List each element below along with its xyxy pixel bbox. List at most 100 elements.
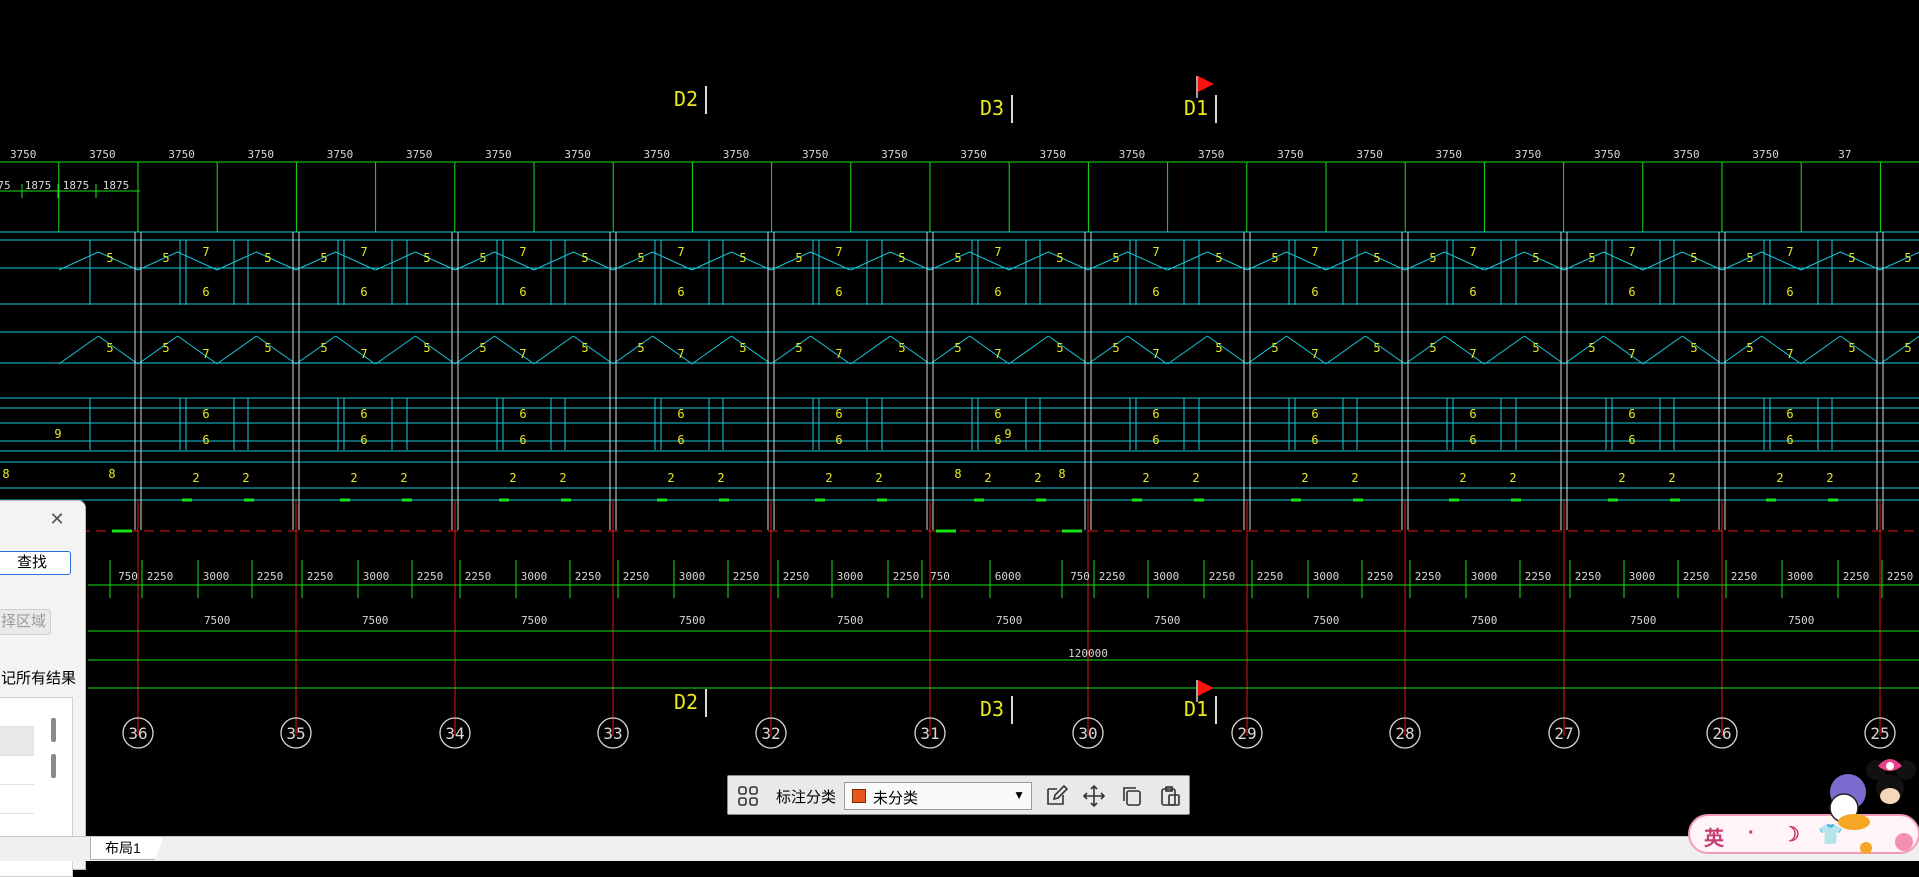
brace-label: 2 <box>242 471 249 485</box>
brace-line <box>137 335 178 365</box>
brace-line <box>1127 251 1168 271</box>
brace-label: 9 <box>54 427 61 441</box>
list-item[interactable] <box>0 727 34 756</box>
brace-label: 7 <box>360 245 367 259</box>
brace-label: 2 <box>1826 471 1833 485</box>
annotation-category-select[interactable]: 未分类 ▼ <box>844 782 1032 810</box>
brace-label: 5 <box>1373 251 1380 265</box>
brace-line <box>1087 335 1128 365</box>
select-area-button[interactable]: 择区域 <box>0 609 51 635</box>
brace-label: 6 <box>1311 285 1318 299</box>
brace-line <box>1800 335 1841 365</box>
brace-label: 6 <box>1311 433 1318 447</box>
top-dimension-label: 3750 <box>168 148 195 161</box>
shirt-icon[interactable]: 👕 <box>1818 824 1843 846</box>
brace-line <box>58 335 99 365</box>
top-dimension-label: 3750 <box>327 148 354 161</box>
brace-line <box>1167 335 1208 365</box>
scrollbar-thumb[interactable] <box>51 718 56 742</box>
brace-label: 6 <box>677 285 684 299</box>
list-item[interactable] <box>0 756 34 785</box>
top-dimension-label: 3750 <box>1277 148 1304 161</box>
brace-label: 7 <box>1628 347 1635 361</box>
brace-line <box>1563 335 1604 365</box>
brace-label: 5 <box>1848 341 1855 355</box>
bottom-dimension-label: 2250 <box>783 570 810 583</box>
flag-icon <box>1198 680 1214 696</box>
bottom-dimension-label: 2250 <box>417 570 444 583</box>
bottom-dimension-label: 2250 <box>465 570 492 583</box>
mark-all-results-checkbox[interactable]: 记所有结果 <box>1 670 77 687</box>
axis-bubble <box>1548 717 1580 749</box>
brace-line <box>1840 251 1881 271</box>
bottom-dimension-label: 2250 <box>893 570 920 583</box>
axis-label: 32 <box>761 724 780 743</box>
brace-label: 6 <box>1152 433 1159 447</box>
top-dimension-label: 3750 <box>10 148 37 161</box>
bay-dimension-label: 7500 <box>679 614 706 627</box>
brace-label: 2 <box>667 471 674 485</box>
grid-icon[interactable] <box>736 784 760 808</box>
dot-icon[interactable]: · <box>1748 822 1755 844</box>
bottom-dimension-label: 750 <box>1070 570 1090 583</box>
section-marker-label: D3 <box>980 697 1004 721</box>
ime-language[interactable]: 英 <box>1704 828 1724 850</box>
bottom-dimension-label: 750 <box>930 570 950 583</box>
top-dimension-label: 3750 <box>1594 148 1621 161</box>
brace-label: 5 <box>106 251 113 265</box>
bay-dimension-label: 7500 <box>521 614 548 627</box>
moon-icon[interactable]: ☽ <box>1782 824 1800 846</box>
bottom-dimension-label: 2250 <box>1209 570 1236 583</box>
axis-bubble <box>1706 717 1738 749</box>
list-item[interactable] <box>0 785 34 814</box>
top-dimension-label: 3750 <box>644 148 671 161</box>
brace-label: 5 <box>162 341 169 355</box>
list-item[interactable] <box>0 698 34 727</box>
brace-label: 7 <box>677 245 684 259</box>
brace-line <box>929 335 970 365</box>
brace-line <box>612 335 653 365</box>
paste-icon[interactable] <box>1158 784 1182 808</box>
top-dimension-label: 3750 <box>406 148 433 161</box>
bottom-dimension-label: 6000 <box>995 570 1022 583</box>
brace-label: 5 <box>581 341 588 355</box>
copy-icon[interactable] <box>1120 784 1144 808</box>
bottom-dimension-label: 3000 <box>363 570 390 583</box>
brace-label: 7 <box>202 347 209 361</box>
brace-line <box>1682 251 1723 271</box>
brace-label: 5 <box>795 251 802 265</box>
brace-label: 7 <box>1628 245 1635 259</box>
brace-line <box>58 251 99 271</box>
brace-label: 6 <box>202 433 209 447</box>
brace-line <box>1721 335 1762 365</box>
find-button[interactable]: 查找 <box>0 551 71 575</box>
scrollbar-thumb[interactable] <box>51 754 56 778</box>
brace-label: 2 <box>1034 471 1041 485</box>
brace-line <box>1325 251 1366 271</box>
brace-line <box>731 251 772 271</box>
bay-dimension-label: 7500 <box>837 614 864 627</box>
move-icon[interactable] <box>1082 784 1106 808</box>
brace-line <box>295 251 336 271</box>
ime-status-bar[interactable]: 英 · ☽ 👕 <box>1688 814 1919 854</box>
brace-line <box>1048 251 1089 271</box>
brace-line <box>494 335 535 365</box>
close-icon[interactable]: ✕ <box>49 509 65 529</box>
brace-line <box>216 335 257 365</box>
bottom-dimension-label: 2250 <box>1843 570 1870 583</box>
brace-label: 2 <box>1142 471 1149 485</box>
bay-dimension-label: 7500 <box>362 614 389 627</box>
edit-icon[interactable] <box>1044 784 1068 808</box>
bay-dimension-label: 7500 <box>1313 614 1340 627</box>
brace-line <box>810 335 851 365</box>
brace-label: 6 <box>1152 407 1159 421</box>
brace-line <box>612 251 653 271</box>
axis-label: 36 <box>128 724 147 743</box>
brace-label: 9 <box>1004 427 1011 441</box>
brace-label: 6 <box>994 285 1001 299</box>
brace-label: 2 <box>717 471 724 485</box>
brace-line <box>1365 251 1406 271</box>
tab-layout1[interactable]: 布局1 <box>90 837 164 860</box>
brace-line <box>1642 251 1683 271</box>
